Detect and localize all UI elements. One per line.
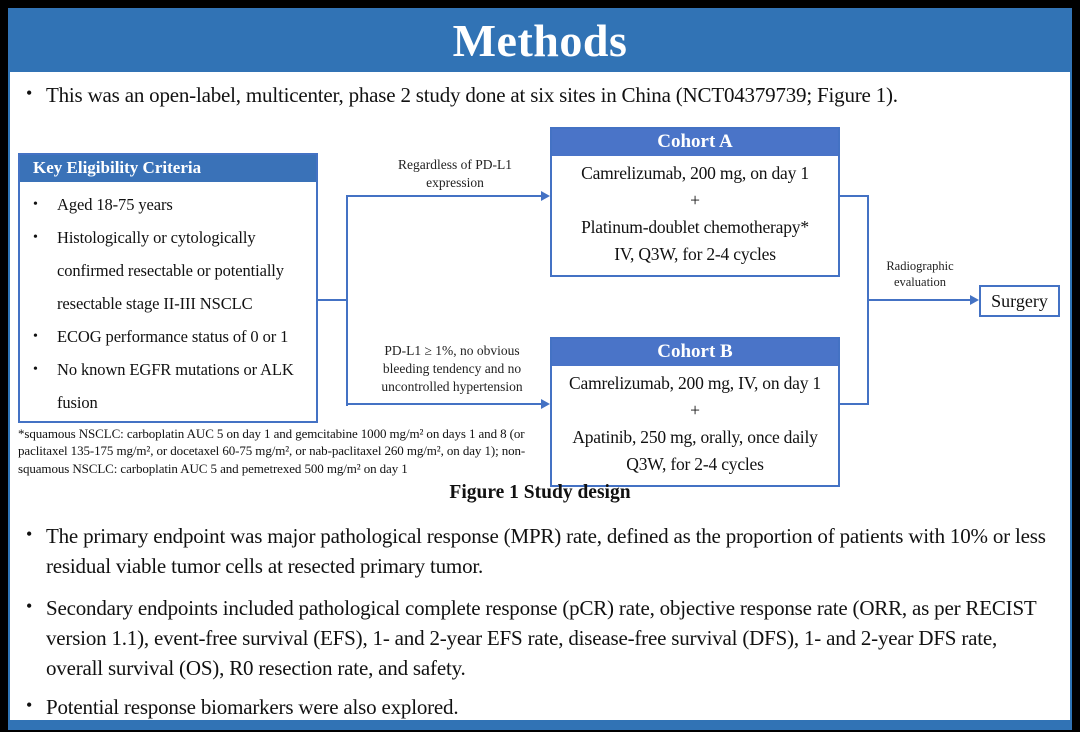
cohort-b-line: Camrelizumab, 200 mg, IV, on day 1 (569, 373, 821, 393)
eligibility-item-text: No known EGFR mutations or ALK fusion (57, 360, 294, 412)
eligibility-item-text: Histologically or cytologically confirme… (57, 228, 284, 313)
chemotherapy-footnote: *squamous NSCLC: carboplatin AUC 5 on da… (18, 426, 526, 476)
bullet-icon: • (33, 329, 38, 344)
cohort-a-box: Cohort A Camrelizumab, 200 mg, on day 1 … (550, 127, 840, 277)
connector-line (316, 299, 348, 301)
bullet-icon: • (26, 695, 33, 715)
figure-caption: Figure 1 Study design (449, 482, 631, 503)
biomarkers-bullet: • Potential response biomarkers were als… (10, 693, 1054, 723)
bullet-icon: • (26, 83, 33, 103)
cohort-a-line: + (690, 190, 700, 210)
cohort-a-line: Platinum-doublet chemotherapy* (581, 217, 809, 237)
bullet-icon: • (33, 197, 38, 212)
arrowhead-icon (970, 295, 979, 305)
connector-line (838, 195, 869, 197)
cohort-a-body: Camrelizumab, 200 mg, on day 1 + Platinu… (552, 156, 838, 275)
bullet-text: The primary endpoint was major pathologi… (46, 524, 1046, 578)
bullet-text: Secondary endpoints included pathologica… (46, 596, 1037, 680)
eligibility-item-text: Aged 18-75 years (57, 195, 173, 214)
slide-content: • This was an open-label, multicenter, p… (8, 72, 1072, 720)
arrow-to-cohort-a (346, 195, 542, 197)
cohort-b-line: Q3W, for 2-4 cycles (626, 454, 764, 474)
intro-bullet-text: This was an open-label, multicenter, pha… (46, 83, 898, 107)
bullet-icon: • (26, 596, 33, 616)
connector-line (838, 403, 869, 405)
arrowhead-icon (541, 191, 550, 201)
surgery-box: Surgery (979, 285, 1060, 317)
bullet-icon: • (33, 230, 38, 245)
eligibility-item-text: ECOG performance status of 0 or 1 (57, 327, 289, 346)
slide-title-bar: Methods (8, 8, 1072, 72)
intro-bullet: • This was an open-label, multicenter, p… (10, 81, 1054, 111)
slide-footer-bar (8, 720, 1072, 730)
arrow-to-cohort-b (346, 403, 542, 405)
list-item: • ECOG performance status of 0 or 1 (20, 320, 316, 353)
cohort-a-line: Camrelizumab, 200 mg, on day 1 (581, 163, 809, 183)
arrowhead-icon (541, 399, 550, 409)
list-item: • Aged 18-75 years (20, 188, 316, 221)
connector-line (346, 196, 348, 406)
radiographic-evaluation-label: Radiographic evaluation (886, 259, 954, 290)
eligibility-box: Key Eligibility Criteria • Aged 18-75 ye… (18, 153, 318, 423)
cohort-b-line: + (690, 400, 700, 420)
arrow-to-surgery (867, 299, 971, 301)
cohort-b-header: Cohort B (552, 339, 838, 366)
page-title: Methods (452, 14, 628, 66)
cohort-b-body: Camrelizumab, 200 mg, IV, on day 1 + Apa… (552, 366, 838, 485)
secondary-endpoints-bullet: • Secondary endpoints included pathologi… (10, 594, 1054, 683)
list-item: • No known EGFR mutations or ALK fusion (20, 353, 316, 419)
cohort-b-box: Cohort B Camrelizumab, 200 mg, IV, on da… (550, 337, 840, 487)
bullet-icon: • (33, 362, 38, 377)
bullet-icon: • (26, 524, 33, 544)
cohort-b-line: Apatinib, 250 mg, orally, once daily (572, 427, 818, 447)
list-item: • Histologically or cytologically confir… (20, 221, 316, 320)
branch-label-cohort-a: Regardless of PD-L1 expression (398, 157, 512, 190)
branch-label-cohort-b: PD-L1 ≥ 1%, no obvious bleeding tendency… (381, 343, 523, 394)
eligibility-header: Key Eligibility Criteria (20, 155, 316, 182)
eligibility-list: • Aged 18-75 years • Histologically or c… (20, 182, 316, 419)
cohort-a-line: IV, Q3W, for 2-4 cycles (614, 244, 776, 264)
cohort-a-header: Cohort A (552, 129, 838, 156)
primary-endpoint-bullet: • The primary endpoint was major patholo… (10, 522, 1054, 582)
bullet-text: Potential response biomarkers were also … (46, 695, 459, 719)
